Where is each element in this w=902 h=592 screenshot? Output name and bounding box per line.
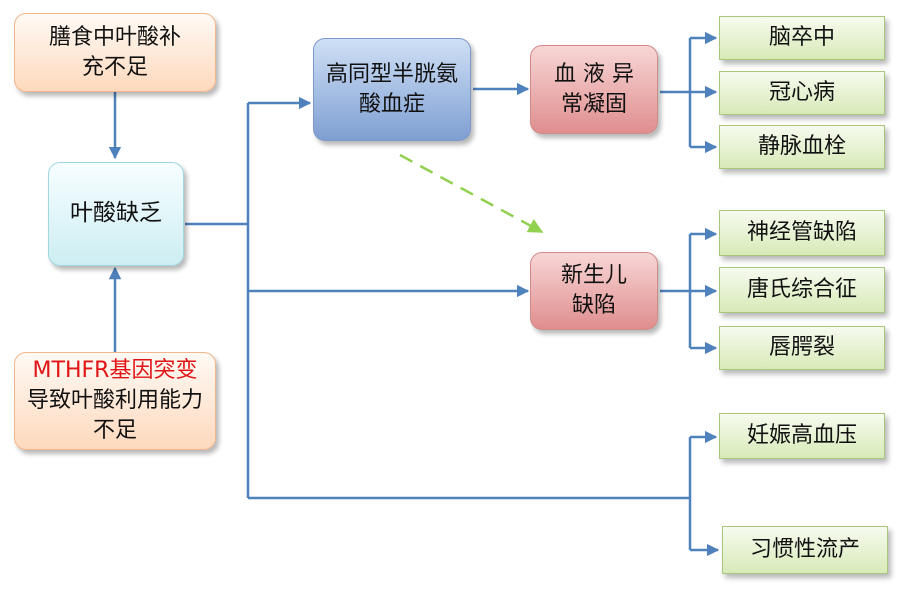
outcome-cleft-lip-label: 唇腭裂 [768, 335, 835, 361]
outcome-coronary-label: 冠心病 [768, 80, 835, 106]
hyperhomocysteinemia-label: 高同型半胱氨酸血症 [325, 61, 458, 117]
hyperhomocysteinemia-box: 高同型半胱氨酸血症 [313, 38, 471, 141]
outcome-stroke-label: 脑卒中 [768, 25, 835, 51]
outcome-habitual-abortion-label: 习惯性流产 [749, 537, 860, 563]
mthfr-highlight: MTHFR基因突变 [32, 358, 198, 384]
outcome-cleft-lip: 唇腭裂 [719, 326, 885, 370]
mthfr-rest: 导致叶酸利用能力不足 [26, 388, 203, 443]
dashed-arrow-to-neonatal [399, 153, 544, 234]
neonatal-defects-box: 新生儿缺陷 [530, 252, 658, 330]
outcome-down-syndrome-label: 唐氏综合征 [746, 277, 857, 303]
dietary-deficiency-label: 膳食中叶酸补充不足 [48, 24, 181, 80]
dietary-deficiency-box: 膳食中叶酸补充不足 [14, 13, 216, 92]
outcome-neural-tube-label: 神经管缺陷 [746, 220, 857, 246]
neonatal-defects-label: 新生儿缺陷 [560, 263, 627, 318]
outcome-coronary: 冠心病 [719, 71, 885, 115]
outcome-venous-thrombosis-label: 静脉血栓 [757, 134, 846, 160]
outcome-neural-tube: 神经管缺陷 [719, 210, 885, 256]
mthfr-cause-text: MTHFR基因突变导致叶酸利用能力不足 [26, 356, 204, 445]
outcome-venous-thrombosis: 静脉血栓 [719, 125, 885, 169]
outcome-pregnancy-hypertension-label: 妊娠高血压 [746, 423, 857, 449]
outcome-pregnancy-hypertension: 妊娠高血压 [719, 413, 885, 459]
folate-deficiency-box: 叶酸缺乏 [48, 162, 184, 266]
outcome-habitual-abortion: 习惯性流产 [722, 526, 888, 574]
mthfr-cause-box: MTHFR基因突变导致叶酸利用能力不足 [14, 352, 216, 450]
coagulation-box: 血 液 异常凝固 [530, 45, 658, 134]
outcome-down-syndrome: 唐氏综合征 [719, 267, 885, 313]
folate-deficiency-label: 叶酸缺乏 [70, 200, 162, 227]
coagulation-label: 血 液 异常凝固 [554, 61, 634, 117]
outcome-stroke: 脑卒中 [719, 16, 885, 60]
